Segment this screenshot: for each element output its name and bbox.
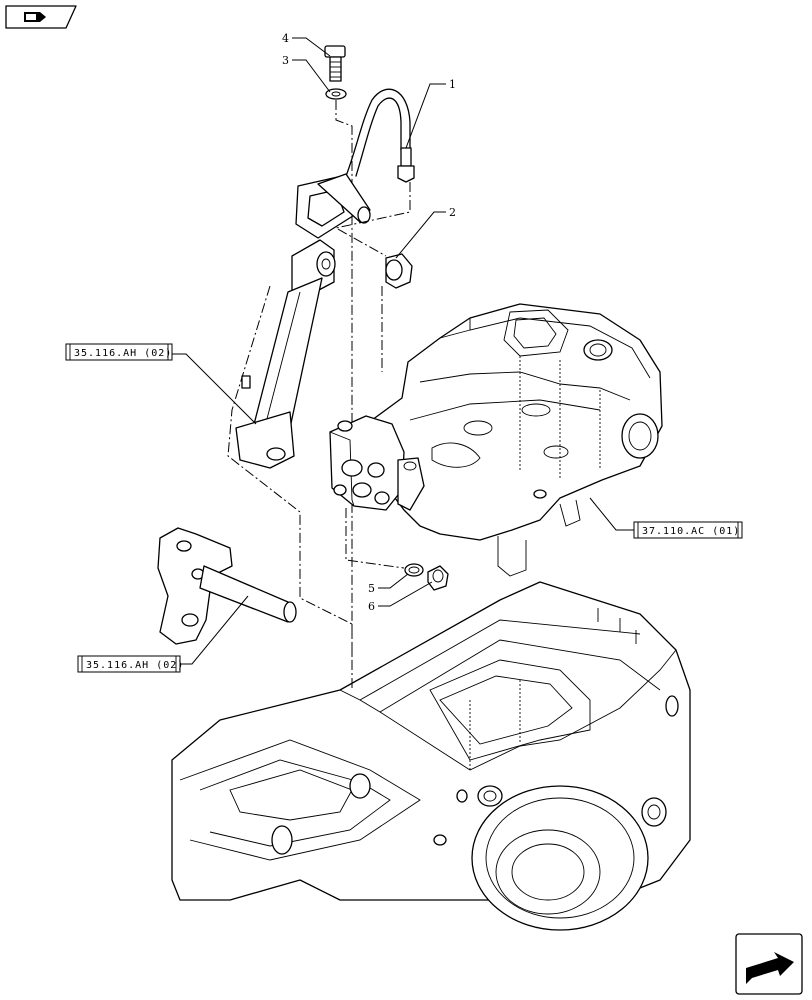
callout-4: 4 xyxy=(282,32,289,45)
callout-5: 5 xyxy=(368,582,375,595)
callout-1: 1 xyxy=(449,78,456,91)
callout-2: 2 xyxy=(449,206,456,219)
callout-6: 6 xyxy=(368,600,375,613)
bolt-part xyxy=(324,45,346,82)
book-arrow-icon[interactable] xyxy=(5,5,77,29)
elbow-fitting-part xyxy=(385,253,413,289)
next-page-arrow-icon[interactable] xyxy=(735,933,803,995)
transmission-housing xyxy=(171,581,691,931)
hydraulic-cylinder-part xyxy=(227,239,353,625)
washer-part xyxy=(325,88,347,100)
reference-box-bottom-left[interactable]: 35.116.AH (02) xyxy=(77,655,184,673)
reference-label-top-left: 35.116.AH (02) xyxy=(74,348,172,359)
leader-lines xyxy=(172,37,634,665)
control-valve-block xyxy=(329,415,425,511)
plug-part xyxy=(427,565,449,591)
rockshaft-part xyxy=(157,527,297,645)
reference-label-right: 37.110.AC (01) xyxy=(642,526,740,537)
reference-box-top-left[interactable]: 35.116.AH (02) xyxy=(65,343,173,361)
o-ring-part xyxy=(404,563,424,577)
lift-cover-assembly xyxy=(369,303,663,577)
reference-box-right[interactable]: 37.110.AC (01) xyxy=(633,521,743,539)
callout-3: 3 xyxy=(282,54,289,67)
reference-label-bottom-left: 35.116.AH (02) xyxy=(86,660,184,671)
hydraulic-hose-part xyxy=(295,88,415,239)
